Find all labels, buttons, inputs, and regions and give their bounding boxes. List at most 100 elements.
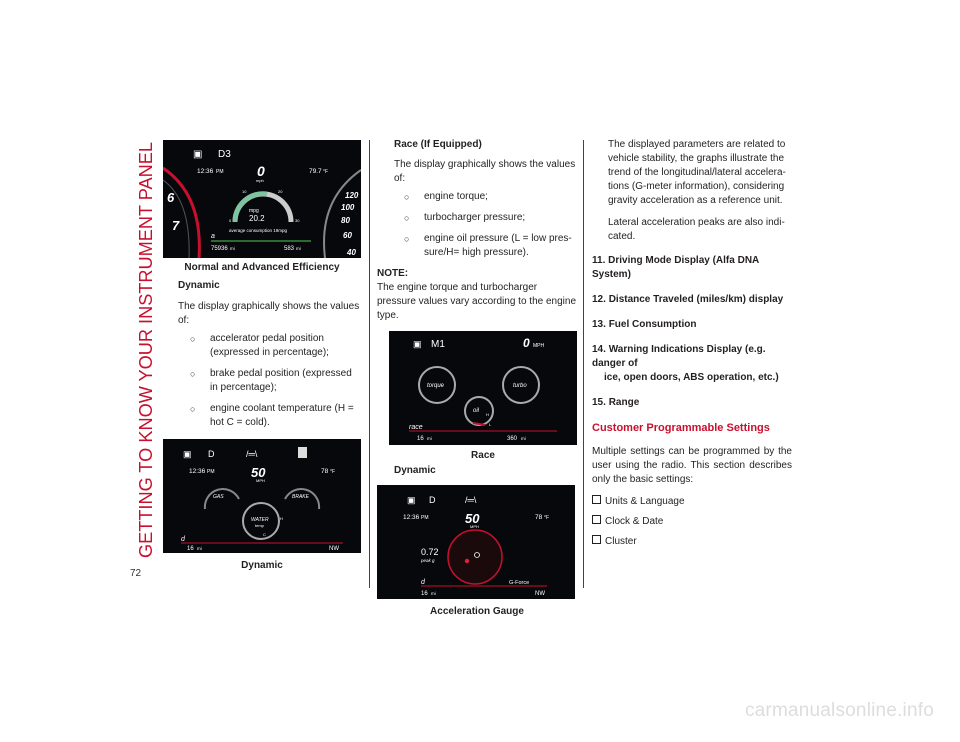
section-title: GETTING TO KNOW YOUR INSTRUMENT PANEL — [128, 140, 160, 560]
section-title-text: GETTING TO KNOW YOUR INSTRUMENT PANEL — [135, 142, 156, 558]
svg-text:12:36: 12:36 — [189, 468, 206, 475]
figure-caption: Acceleration Gauge — [430, 606, 524, 617]
svg-text:WATER: WATER — [251, 517, 269, 523]
svg-text:79.7: 79.7 — [309, 168, 322, 175]
svg-text:MPH: MPH — [470, 524, 479, 529]
svg-text:mi: mi — [431, 591, 436, 596]
svg-text:C: C — [263, 532, 266, 537]
bullet-list: engine torque; turbocharger pressure; en… — [377, 190, 577, 260]
svg-text:°F: °F — [544, 515, 549, 521]
svg-text:average consumption 19mpg: average consumption 19mpg — [229, 228, 288, 233]
list-item: engine torque; — [392, 190, 577, 204]
section-heading: Customer Programmable Settings — [592, 422, 770, 434]
svg-text:▣: ▣ — [183, 449, 192, 459]
column-divider — [583, 140, 584, 588]
list-item: brake pedal position (expressed in perce… — [178, 367, 361, 395]
list-item: 15. Range — [592, 397, 640, 408]
svg-text:D: D — [429, 495, 436, 505]
svg-text:°F: °F — [323, 169, 328, 175]
svg-text:60: 60 — [343, 231, 352, 240]
checkbox-square-icon — [592, 535, 601, 544]
svg-text:120: 120 — [345, 191, 359, 200]
bullet-list: accelerator pedal position (expressed in… — [163, 332, 361, 430]
paragraph: The displayed parameters are related to … — [608, 139, 786, 206]
paragraph: The display graphically shows the values… — [394, 159, 576, 184]
svg-text:/═\: /═\ — [465, 495, 477, 505]
list-item: 12. Distance Traveled (miles/km) display — [592, 294, 784, 305]
svg-text:NW: NW — [329, 546, 339, 552]
svg-text:torque: torque — [427, 383, 445, 389]
list-item: 11. Driving Mode Display (Alfa DNA Syste… — [592, 255, 759, 280]
svg-text:mi: mi — [521, 436, 526, 441]
svg-text:NW: NW — [535, 591, 545, 597]
svg-text:mpg: mpg — [249, 208, 259, 214]
list-item: 14. Warning Indications Display (e.g. da… — [592, 344, 779, 383]
svg-text:75936: 75936 — [211, 246, 228, 252]
svg-text:PM: PM — [421, 515, 429, 521]
svg-text:/═\: /═\ — [246, 449, 258, 459]
svg-text:peak g: peak g — [420, 558, 435, 563]
svg-text:50: 50 — [465, 511, 480, 526]
paragraph: The display graphically shows the values… — [178, 301, 360, 326]
svg-text:360: 360 — [507, 436, 518, 442]
svg-text:L: L — [489, 422, 492, 427]
svg-text:12:36: 12:36 — [197, 168, 214, 175]
note-label: NOTE: — [377, 268, 409, 279]
svg-text:H: H — [280, 516, 283, 521]
subheading-race: Race (If Equipped) — [394, 139, 482, 150]
svg-text:0: 0 — [523, 336, 530, 350]
checkbox-square-icon — [592, 515, 601, 524]
race-display-image: ▣ M1 0 MPH torque turbo oil H L race 16 … — [389, 331, 577, 445]
figure-caption: Normal and Advanced Efficiency — [184, 262, 340, 273]
svg-text:D: D — [208, 449, 215, 459]
checkbox-square-icon — [592, 495, 601, 504]
svg-text:12:36: 12:36 — [403, 514, 420, 521]
svg-text:PM: PM — [207, 469, 215, 475]
acceleration-gauge-image: ▣ D /═\ 12:36 PM 50 MPH 78 °F 0.72 peak … — [377, 485, 575, 599]
svg-text:GAS: GAS — [213, 494, 224, 500]
svg-text:oil: oil — [473, 408, 480, 414]
paragraph: Multiple settings can be programmed by t… — [592, 446, 792, 485]
svg-text:16: 16 — [187, 546, 194, 552]
svg-text:30: 30 — [295, 218, 300, 223]
svg-text:16: 16 — [421, 591, 428, 597]
svg-text:7: 7 — [172, 218, 180, 233]
svg-text:mi: mi — [427, 436, 432, 441]
svg-text:BRAKE: BRAKE — [292, 494, 310, 500]
svg-text:d: d — [181, 536, 186, 543]
svg-text:mi: mi — [230, 246, 235, 251]
dynamic-display-image: ▣ D /═\ 12:36 PM 50 MPH 78 °F GAS BRAKE … — [163, 439, 361, 553]
svg-text:mi: mi — [197, 546, 202, 551]
svg-text:▣: ▣ — [413, 339, 422, 349]
svg-text:race: race — [409, 424, 423, 431]
list-item: 13. Fuel Consumption — [592, 319, 697, 330]
svg-text:20: 20 — [278, 189, 283, 194]
figure-caption: Dynamic — [241, 560, 283, 571]
svg-text:°F: °F — [330, 469, 335, 475]
paragraph: Lateral acceleration peaks are also indi… — [608, 217, 785, 242]
svg-text:583: 583 — [284, 246, 295, 252]
subheading-dynamic: Dynamic — [178, 280, 220, 291]
column-1: ▣ D3 12:36 PM 79.7 °F 0 mph mpg 20.2 0 1… — [163, 140, 361, 573]
numbered-list: 11. Driving Mode Display (Alfa DNA Syste… — [592, 254, 792, 410]
svg-text:mph: mph — [256, 178, 264, 183]
settings-item: Units & Language — [592, 495, 792, 509]
svg-text:H: H — [486, 412, 489, 417]
svg-text:PM: PM — [216, 169, 224, 175]
svg-text:a: a — [211, 233, 215, 240]
svg-text:d: d — [421, 579, 426, 586]
svg-text:16: 16 — [417, 436, 424, 442]
svg-text:M1: M1 — [431, 339, 445, 350]
svg-text:80: 80 — [341, 216, 350, 225]
g-force-value: 0.72 — [421, 547, 439, 557]
svg-text:78: 78 — [321, 468, 329, 475]
column-2: Race (If Equipped) The display graphical… — [377, 138, 577, 619]
svg-text:6: 6 — [167, 190, 175, 205]
svg-text:mi: mi — [296, 246, 301, 251]
svg-text:MPH: MPH — [533, 343, 545, 349]
svg-text:10: 10 — [242, 189, 247, 194]
column-3: The displayed parameters are related to … — [592, 138, 792, 555]
settings-item: Cluster — [592, 535, 792, 549]
page-number: 72 — [130, 568, 142, 579]
svg-text:turbo: turbo — [513, 383, 527, 389]
